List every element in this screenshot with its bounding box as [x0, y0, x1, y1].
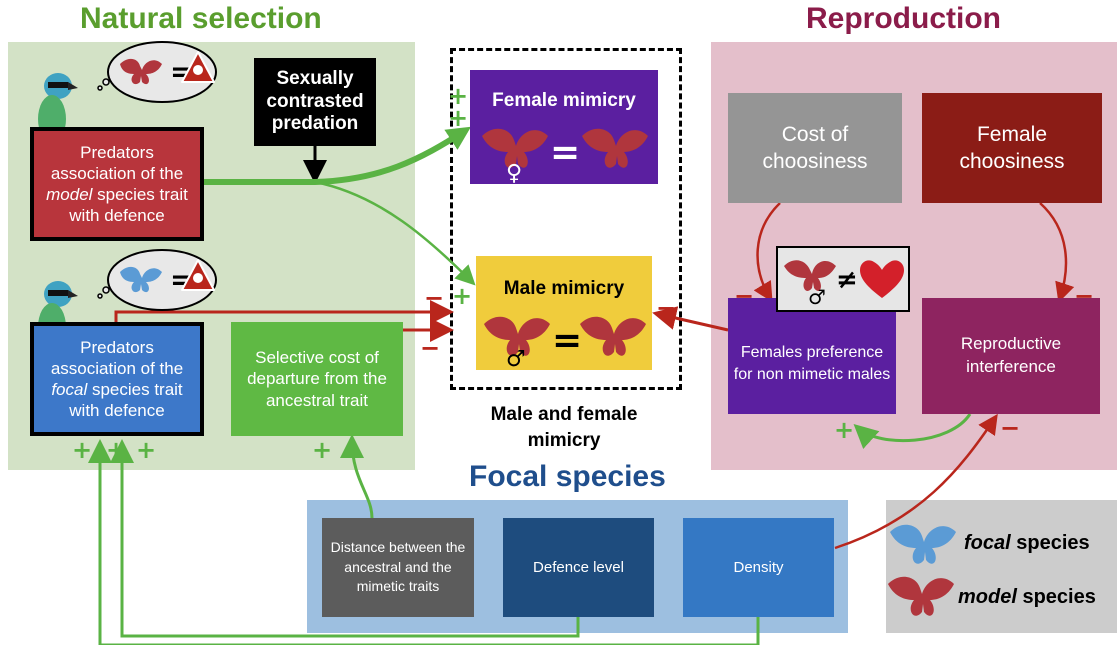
heart-icon: [860, 260, 904, 298]
density-box: Density: [683, 518, 834, 617]
distance-box: Distance between the ancestral and the m…: [322, 518, 474, 617]
arrow-preference-to-male: [652, 306, 729, 332]
neq-sign: ≠: [836, 265, 858, 295]
reproductive-interference-box: Reproductive interference: [922, 298, 1100, 414]
mimicry-caption: Male and female mimicry: [490, 404, 638, 451]
predators-focal-label: Predators association of the focal speci…: [50, 337, 184, 421]
plus-sign: +: [452, 282, 473, 310]
female-symbol: ♀: [506, 161, 522, 186]
male-symbol: ♂: [506, 347, 526, 372]
minus-sign: −: [656, 294, 677, 322]
male-mimicry-label: Male mimicry: [503, 278, 625, 299]
butterfly-model-icon: [120, 58, 162, 85]
butterfly-model-icon: [484, 316, 550, 356]
eq-sign: =: [550, 132, 580, 173]
selective-cost-box: Selective cost of departure from the anc…: [231, 322, 403, 436]
predators-focal-box: Predators association of the focal speci…: [30, 322, 204, 436]
plus-sign: +: [448, 82, 469, 110]
thought-bubble-focal: =: [97, 244, 218, 316]
female-choosiness-box: Female choosiness: [922, 93, 1102, 203]
male-mimicry-box: Male mimicry ♂ =: [476, 256, 652, 372]
plus-sign: +: [106, 436, 127, 464]
butterfly-model-icon: [784, 260, 836, 291]
females-preference-box: Females preference for non mimetic males: [728, 298, 896, 414]
minus-sign: −: [1000, 414, 1021, 442]
legend-focal-label: focal species: [964, 532, 1090, 554]
cost-of-choosiness-box: Cost of choosiness: [728, 93, 902, 203]
plus-sign: +: [72, 436, 93, 464]
defence-level-box: Defence level: [503, 518, 654, 617]
cost-of-choosiness-label: Cost of choosiness: [762, 122, 868, 173]
natural-selection-title: Natural selection: [80, 2, 322, 35]
defence-level-label: Defence level: [533, 559, 624, 576]
thought-bubble-model: =: [97, 36, 218, 108]
reproduction-title: Reproduction: [806, 2, 1001, 35]
minus-sign: −: [424, 284, 445, 312]
selective-cost-label: Selective cost of departure from the anc…: [247, 348, 387, 410]
minus-sign: −: [1074, 282, 1095, 310]
predators-model-box: Predators association of the model speci…: [30, 127, 204, 241]
arrow-density-to-focal: [88, 439, 760, 645]
plus-sign: +: [312, 436, 333, 464]
arrow-defence-to-focal: [110, 439, 580, 638]
butterfly-focal-icon: [120, 266, 162, 293]
females-preference-label: Females preference for non mimetic males: [733, 344, 891, 383]
female-mimicry-label: Female mimicry: [492, 90, 636, 111]
butterfly-model-icon: [888, 576, 954, 616]
arrow-cost-choosiness: [753, 202, 781, 303]
arrow-to-male-mimicry: [314, 180, 476, 286]
plus-sign: +: [834, 416, 855, 444]
sexually-contrasted-predation-box: Sexually contrasted predation: [254, 58, 376, 146]
sexually-contrasted-predation-label: Sexually contrasted predation: [266, 67, 364, 135]
focal-species-title: Focal species: [469, 460, 666, 493]
arrow-interference-to-preference: [853, 413, 972, 449]
mimicry-frame: [450, 48, 682, 390]
arrow-focal-to-male: [114, 300, 454, 324]
minus-sign: −: [420, 334, 441, 362]
arrow-distance-to-cost: [340, 434, 374, 519]
arrow-female-choosiness: [1039, 202, 1075, 303]
arrow-density-to-interference: [834, 413, 998, 550]
butterfly-model-icon: [580, 316, 646, 356]
distance-label: Distance between the ancestral and the m…: [330, 539, 466, 595]
male-symbol: ♂: [808, 285, 826, 309]
butterfly-model-icon: [582, 128, 648, 168]
female-mimicry-box: Female mimicry ♀ =: [470, 70, 658, 186]
reproductive-interference-label: Reproductive interference: [960, 334, 1062, 376]
female-choosiness-label: Female choosiness: [959, 122, 1065, 173]
density-label: Density: [733, 559, 784, 576]
butterfly-model-icon: [482, 128, 548, 168]
plus-sign: +: [136, 436, 157, 464]
eq-sign: =: [552, 320, 582, 361]
arrow-to-female-mimicry: [204, 126, 472, 185]
legend-model-label: model species: [958, 586, 1096, 608]
plus-sign: +: [448, 104, 469, 132]
preference-callout: ♂ ≠: [776, 246, 910, 312]
predators-model-label: Predators association of the model speci…: [46, 142, 188, 226]
minus-sign: −: [734, 282, 755, 310]
butterfly-focal-icon: [890, 524, 956, 564]
